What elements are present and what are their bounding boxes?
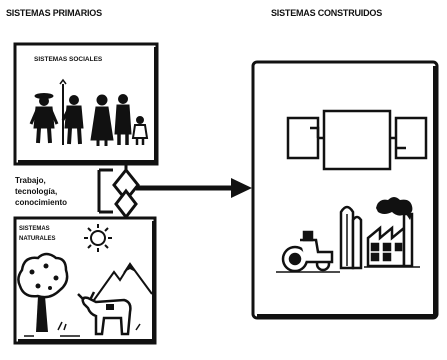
junction-diamond	[112, 164, 140, 220]
built-systems-box	[251, 60, 439, 320]
main-arrow	[136, 178, 252, 198]
link-text-line-3: conocimiento	[15, 198, 67, 207]
connector-bracket	[97, 168, 113, 214]
header-primary-systems: SISTEMAS PRIMARIOS	[6, 8, 102, 18]
social-systems-label: SISTEMAS SOCIALES	[34, 56, 103, 63]
link-text-line-1: Trabajo,	[15, 176, 46, 185]
link-text-line-2: tecnología,	[15, 187, 57, 196]
tree-icon	[17, 252, 69, 332]
natural-systems-label-line-2: NATURALES	[19, 236, 56, 242]
ground-strokes	[24, 321, 141, 337]
people-figures-icon	[29, 78, 149, 146]
smoke-icon	[376, 197, 413, 220]
link-text: Trabajo, tecnología, conocimiento	[15, 176, 67, 207]
process-schematic-icon	[286, 109, 428, 171]
tractor-icon	[276, 230, 340, 273]
header-built-systems: SISTEMAS CONSTRUIDOS	[271, 8, 383, 18]
social-systems-box: SISTEMAS SOCIALES	[13, 42, 159, 166]
silos-icon	[339, 205, 363, 270]
cow-icon	[77, 291, 132, 336]
sun-icon	[84, 224, 112, 252]
mountain-icon	[93, 262, 153, 301]
natural-systems-label-line-1: SISTEMAS	[19, 226, 50, 232]
